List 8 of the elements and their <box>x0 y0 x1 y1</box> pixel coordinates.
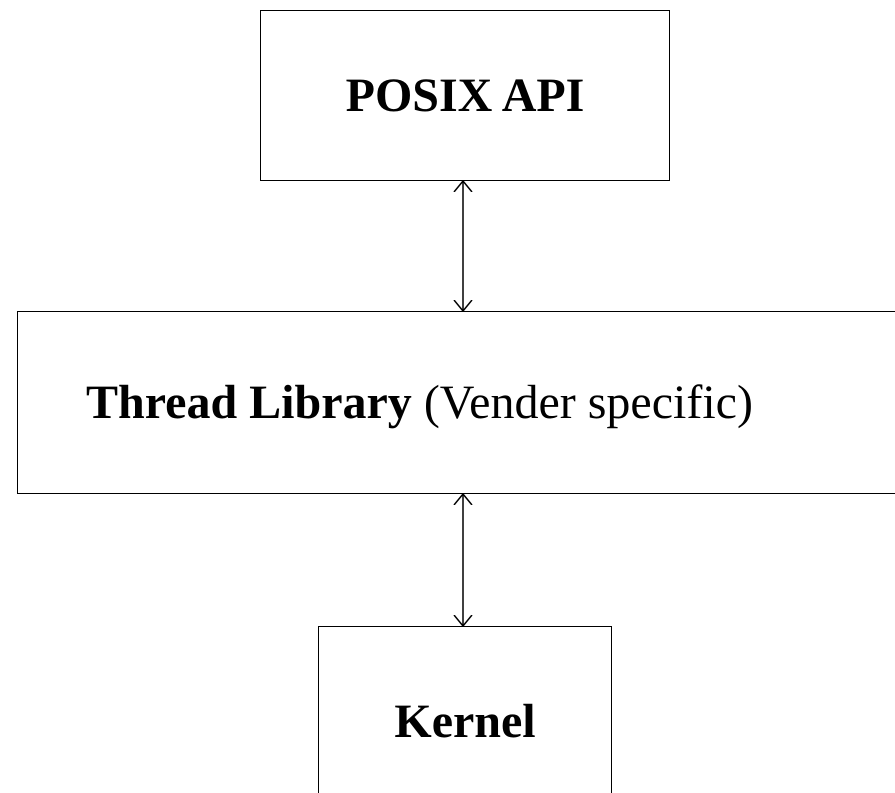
box-label: Kernel <box>394 694 536 748</box>
process-box <box>17 311 895 494</box>
box-label: Thread Library (Vender specific) <box>86 375 753 430</box>
box-label: POSIX API <box>346 68 584 123</box>
process-box <box>260 10 670 181</box>
double-arrow <box>453 180 473 312</box>
double-arrow <box>453 493 473 627</box>
process-box <box>318 626 612 793</box>
